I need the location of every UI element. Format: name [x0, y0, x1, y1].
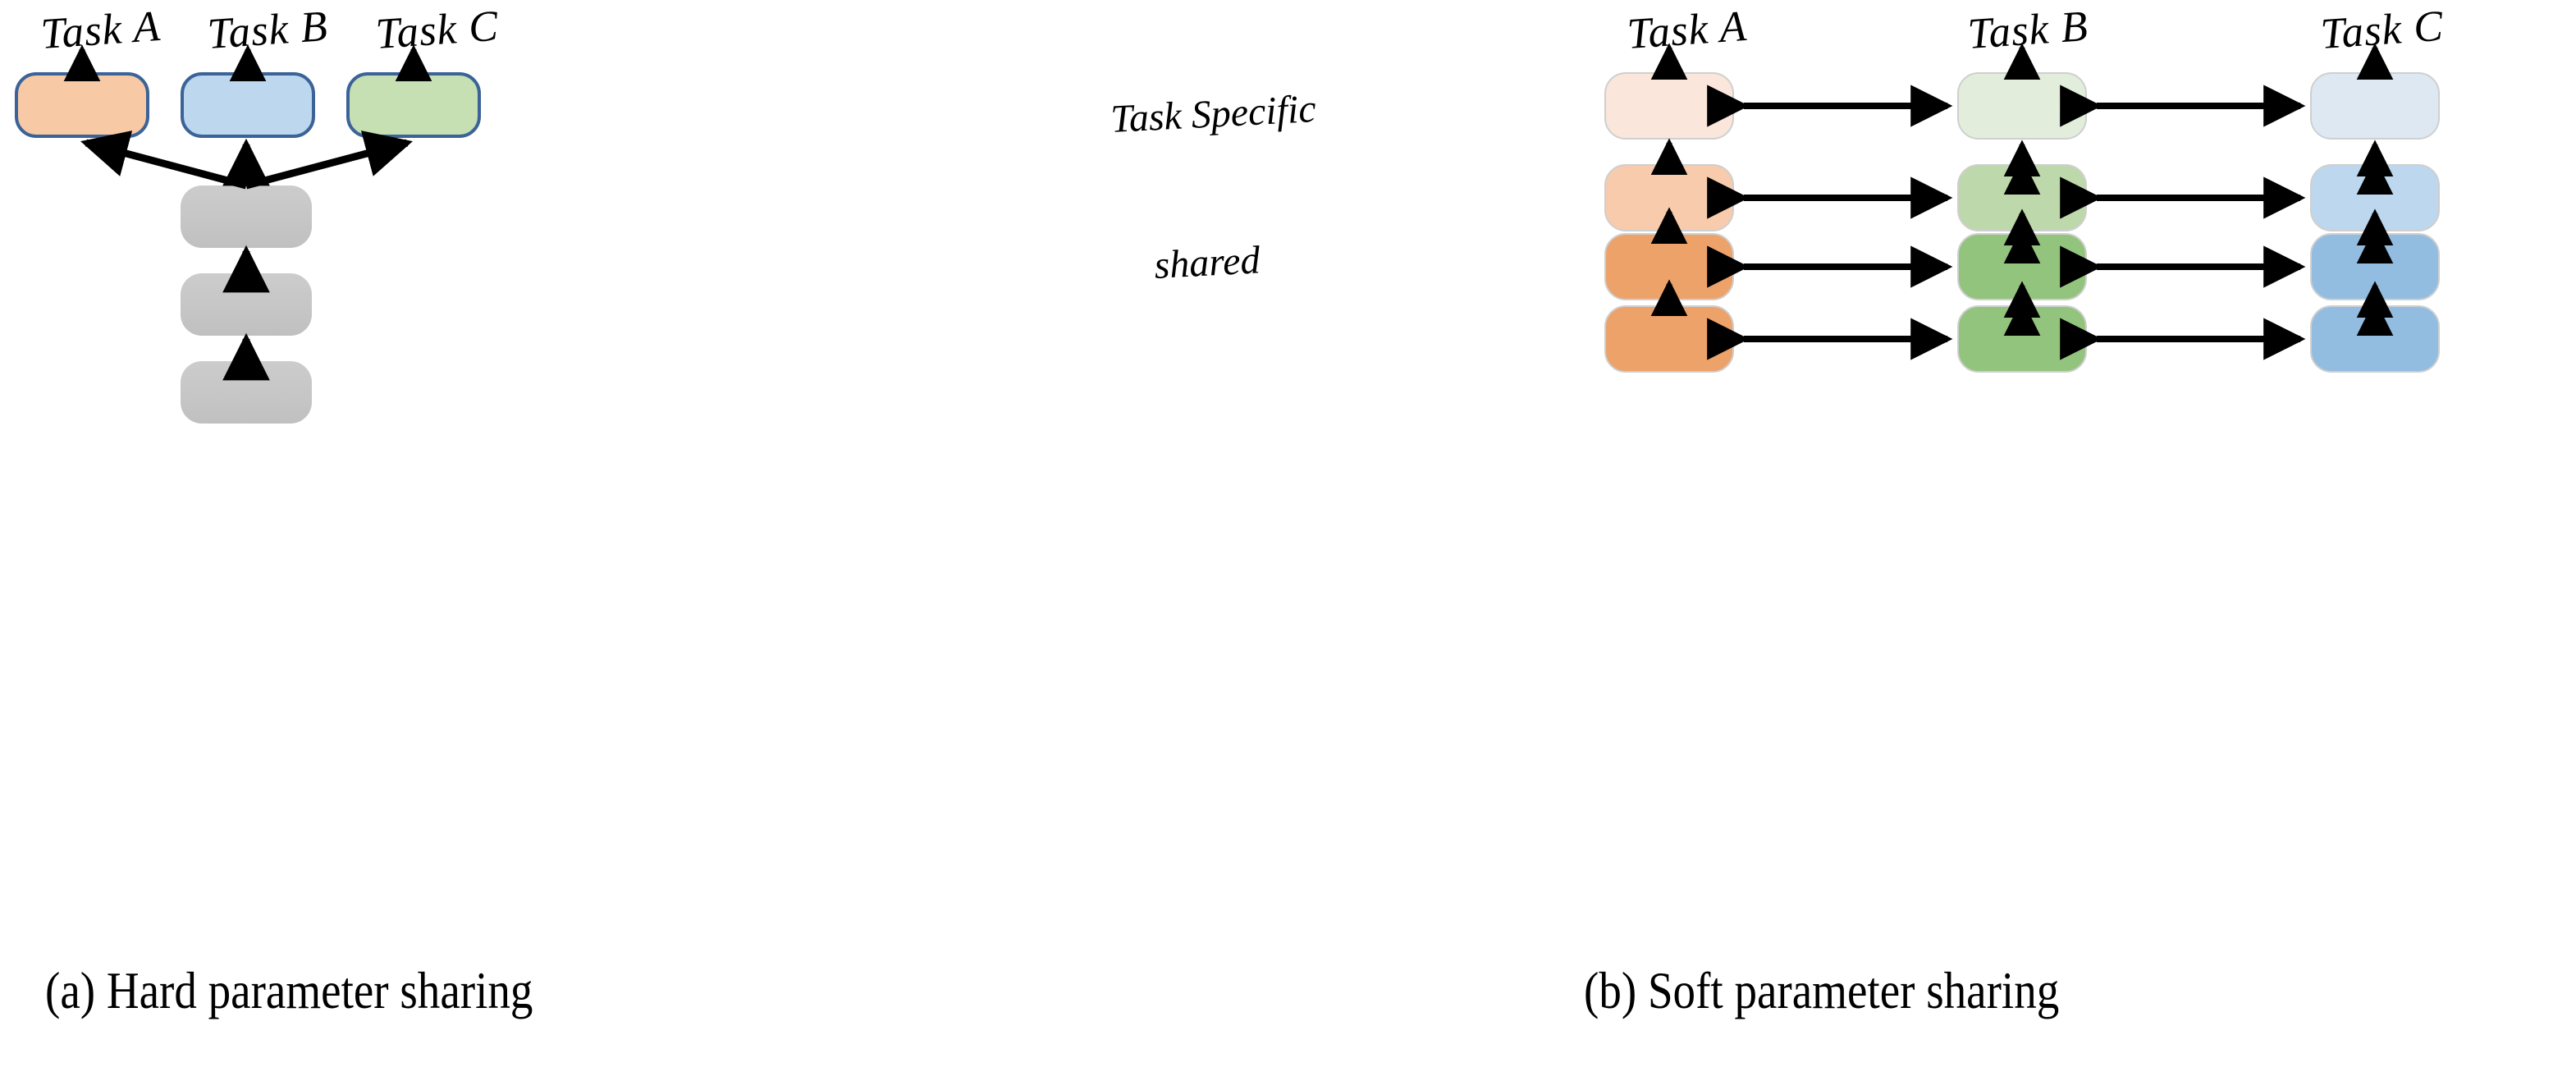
- caption-soft-parameter-sharing: (b) Soft parameter sharing: [1584, 961, 2060, 1019]
- panel-a-branch-arrow-a: [80, 131, 248, 190]
- panel-a-shared-layer-3[interactable]: [181, 186, 312, 248]
- caption-hard-parameter-sharing: (a) Hard parameter sharing: [45, 961, 533, 1019]
- panel-a-task-head-c[interactable]: [346, 72, 481, 138]
- panel-b-col-c-layer-1[interactable]: [2310, 72, 2440, 140]
- panel-a-branch-arrow-c: [245, 131, 413, 190]
- panel-a-task-head-b[interactable]: [181, 72, 315, 138]
